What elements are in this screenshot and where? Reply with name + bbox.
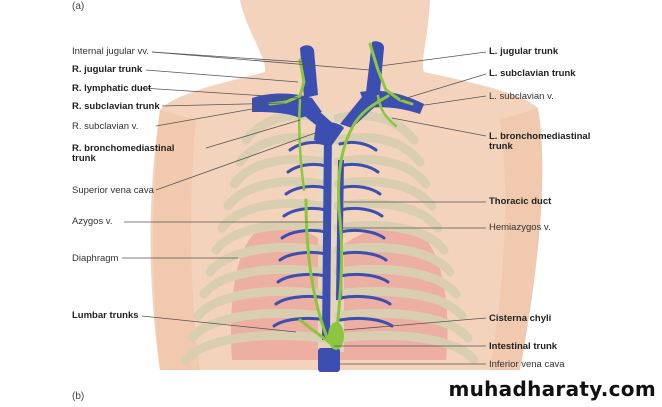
rib-left [333,177,437,211]
torso-shading [153,110,200,370]
intercostal-vein-left [338,228,386,240]
label-azygos-vein: Azygos v. [72,216,113,227]
rib-left [333,199,443,233]
left-subclavian-vein [360,90,424,114]
label-right-lymphatic-duct: R. lymphatic duct [72,83,152,94]
thoracic-duct-vessel [334,94,390,342]
rib-right [223,177,327,211]
intercostal-vein-right [286,162,328,174]
label-lumbar-trunks: Lumbar trunks [72,310,139,321]
label-left-subclavian-trunk: L. subclavian trunk [489,68,576,79]
label-right-bronchomediastinal-trunk-line2: trunk [72,153,96,164]
intercostal-vein-right [288,140,328,152]
left-jugular-trunk-vessel [368,42,414,106]
cisterna-chyli-sac [328,322,344,350]
rib-left [333,265,461,299]
rib-left [333,330,479,365]
leader-lines [122,51,487,365]
panel-label-a: (a) [72,1,85,12]
intercostal-vein-left [338,140,378,152]
rib-right [229,154,327,189]
rib-left [333,154,431,189]
rib-right [187,309,327,343]
inferior-vena-cava-vessel [318,348,340,372]
label-left-bronchomediastinal-trunk: L. bronchomediastinal [489,131,591,142]
left-bronchomediastinal-trunk-vessel [376,94,398,128]
left-internal-jugular-vein [366,41,384,92]
watermark: muhadharaty.com [448,377,656,401]
label-right-jugular-trunk: R. jugular trunk [72,64,143,75]
label-left-bronchomediastinal-trunk-line2: trunk [489,141,513,152]
intercostal-vein-right [278,250,328,262]
rib-right [235,132,327,167]
intercostal-vein-left [338,184,382,196]
right-lymphatic-duct-vessel [268,58,306,106]
intercostal-vein-left [338,294,392,306]
rib-right [181,330,327,365]
rib-left [333,132,425,167]
lymphatic-system [268,42,414,350]
label-intestinal-trunk: Intestinal trunk [489,341,558,352]
label-left-subclavian-vein: L. subclavian v. [489,91,554,102]
label-inferior-vena-cava: Inferior vena cava [489,359,565,370]
intercostal-vein-left [338,272,390,284]
intercostal-vein-left [338,162,380,174]
label-superior-vena-cava: Superior vena cava [72,185,154,196]
rib-right [193,287,327,321]
rib-left [333,287,467,321]
lumbar-trunk-vessel [304,198,330,342]
rib-left [333,309,473,343]
rib-left [333,221,449,255]
intercostal-vein-left [338,250,388,262]
intercostal-vein-left [338,316,394,328]
intercostal-vein-right [274,294,328,306]
label-right-subclavian-trunk: R. subclavian trunk [72,101,160,112]
torso-shading-right [490,108,543,370]
label-cisterna-chyli: Cisterna chyli [489,313,552,324]
intercostal-vein-left [338,206,384,218]
rib-right [205,243,327,277]
label-internal-jugular-veins: Internal jugular vv. [72,46,149,57]
label-right-bronchomediastinal-trunk: R. bronchomediastinal [72,143,175,154]
intercostal-vein-right [282,206,328,218]
azygos-vessel [322,130,332,340]
label-left-jugular-trunk: L. jugular trunk [489,46,559,57]
intercostal-vein-right [280,228,328,240]
label-diaphragm: Diaphragm [72,253,119,264]
rib-left [333,243,455,277]
panel-label-b: (b) [72,391,85,402]
intercostal-vein-right [276,272,328,284]
label-right-subclavian-vein: R. subclavian v. [72,121,139,132]
right-bronchomediastinal-trunk-vessel [297,98,306,192]
label-thoracic-duct: Thoracic duct [489,196,552,207]
rib-right [199,265,327,299]
label-hemiazygos-vein: Hemiazygos v. [489,222,551,233]
